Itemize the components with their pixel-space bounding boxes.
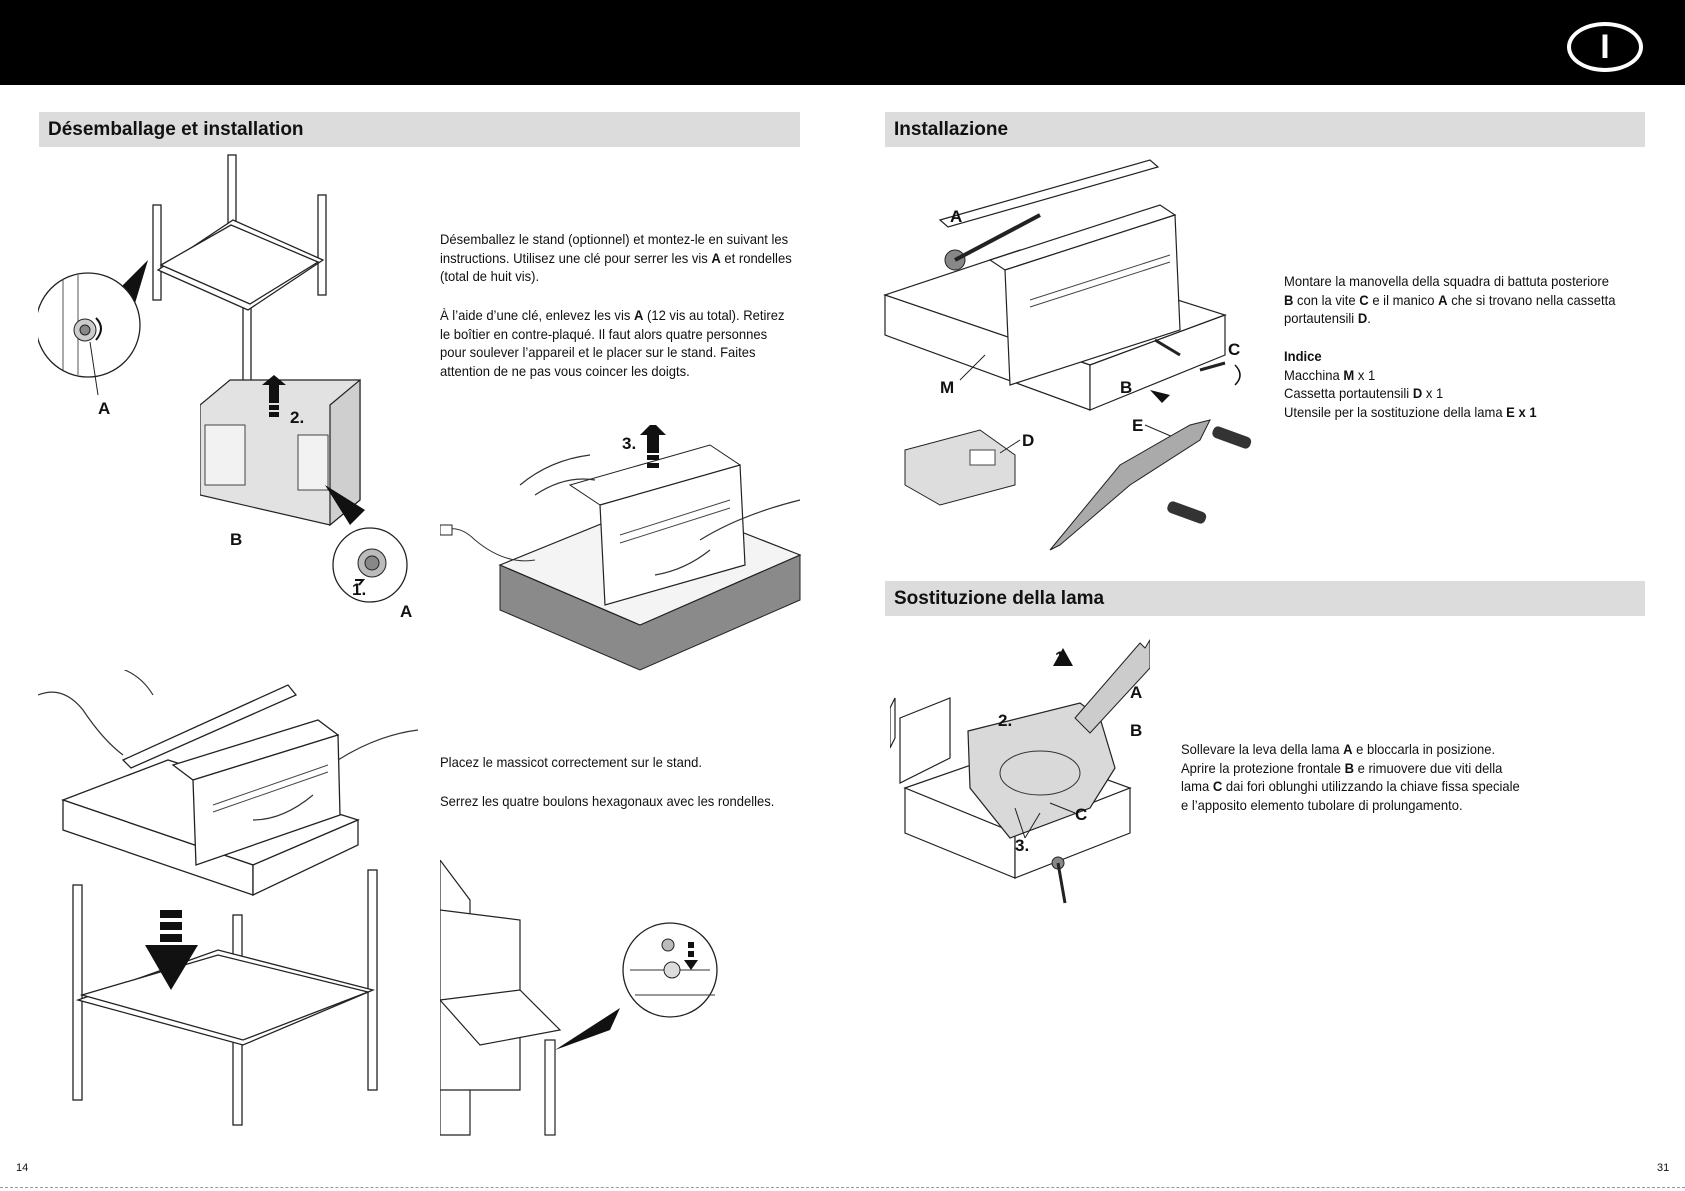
callout-stand-a: A [98,399,110,418]
figure-crate-removal: 2. B 1. A [200,375,430,625]
section-title-sostituzione: Sostituzione della lama [885,581,1645,616]
callout-blade-step2: 2. [998,711,1012,730]
text-line: attention de ne pas vous coincer les doi… [440,362,690,379]
language-badge: I [1567,22,1643,72]
callout-part-b: B [1120,378,1132,397]
index-item: Cassetta portautensili D x 1 [1284,385,1444,401]
text-line: Sollevare la leva della lama A e bloccar… [1181,741,1496,757]
text-line: Désemballez le stand (optionnel) et mont… [440,231,789,247]
callout-part-c: C [1228,340,1240,359]
paragraph-tighten-bolts: Serrez les quatre boulons hexagonaux ave… [440,792,774,811]
paragraph-sollevare: Sollevare la leva della lama A e bloccar… [1181,740,1520,814]
paragraph-place-machine: Placez le massicot correctement sur le s… [440,753,702,772]
text-line: À l’aide d’une clé, enlevez les vis A (1… [440,307,785,323]
text-line: lama C dai fori oblunghi utilizzando la … [1181,778,1520,794]
text-line: instructions. Utilisez une clé pour serr… [440,249,792,266]
header-bar: I [0,0,1685,85]
callout-part-a: A [950,207,962,226]
text-line: le boîtier en contre-plaqué. Il faut alo… [440,325,768,342]
callout-blade-b: B [1130,721,1142,740]
figure-lifting-machine: 3. [440,425,802,685]
section-title-installazione: Installazione [885,112,1645,147]
index-item: Utensile per la sostituzione della lama … [1284,403,1537,420]
paragraph-unpack-stand: Désemballez le stand (optionnel) et mont… [440,230,792,286]
text-line: portautensili D. [1284,310,1371,326]
callout-blade-step3: 3. [1015,836,1029,855]
callout-blade-step1: 1. [1055,648,1069,667]
callout-lift-step3: 3. [622,434,636,453]
text-line: e l’apposito elemento tubolare di prolun… [1181,796,1463,813]
callout-part-d: D [1022,431,1034,450]
section-title-unpacking: Désemballage et installation [39,112,800,147]
figure-stand-assembly: A [38,150,338,420]
callout-box-a: A [400,602,412,621]
figure-place-on-stand [38,670,418,1135]
page-number-left: 14 [16,1162,29,1174]
paragraph-remove-crate: À l’aide d’une clé, enlevez les vis A (1… [440,306,784,380]
text-line: pour soulever l’appareil et le placer su… [440,344,756,360]
text-line: B con la vite C e il manico A che si tro… [1284,291,1616,308]
figure-bolt-detail [440,860,740,1136]
callout-box-step2: 2. [290,408,304,427]
text-line: Placez le massicot correctement sur le s… [440,754,702,770]
bottom-rule [0,1187,1685,1188]
callout-blade-a: A [1130,683,1142,702]
page-number-right: 31 [1657,1162,1670,1174]
text-line: Montare la manovella della squadra di ba… [1284,273,1609,289]
callout-box-b: B [230,530,242,549]
callout-box-step1: 1. [352,580,366,599]
text-line: (total de huit vis). [440,268,540,284]
index-item: Macchina M x 1 [1284,366,1376,383]
callout-part-m: M [940,378,954,397]
callout-part-e: E [1132,416,1143,435]
figure-blade-replacement: 1. A 2. B C 3. [890,638,1150,928]
index-title: Indice [1284,348,1322,364]
figure-machine-parts: A M B C D E [880,155,1270,555]
index-list: Indice Macchina M x 1 Cassetta portauten… [1284,347,1537,421]
text-line: Serrez les quatre boulons hexagonaux ave… [440,793,775,809]
paragraph-montare: Montare la manovella della squadra di ba… [1284,272,1616,328]
callout-blade-c: C [1075,805,1087,824]
text-line: Aprire la protezione frontale B e rimuov… [1181,759,1503,776]
